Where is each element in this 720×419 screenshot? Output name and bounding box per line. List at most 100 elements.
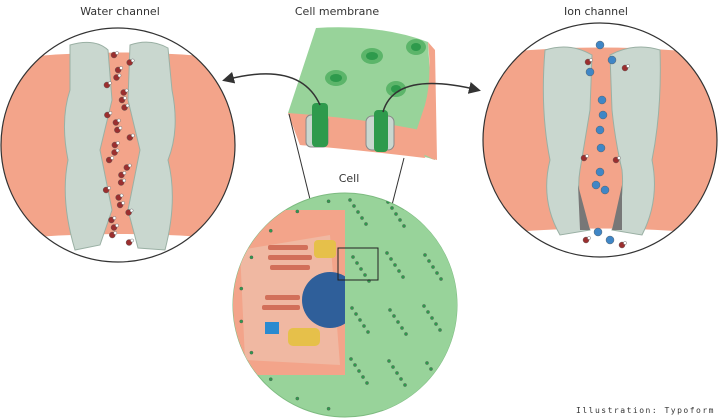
membrane-protein-dot	[268, 228, 273, 233]
membrane-protein-dot	[393, 263, 397, 267]
membrane-protein-dot	[388, 308, 392, 312]
membrane-protein-dot	[356, 210, 360, 214]
hydrogen-atom	[585, 154, 589, 158]
endoplasmic-reticulum	[262, 245, 312, 310]
ion	[585, 67, 595, 77]
hydrogen-atom	[113, 231, 118, 235]
membrane-protein-dot	[399, 377, 403, 381]
hydrogen-atom	[119, 66, 123, 70]
membrane-patch	[288, 27, 437, 160]
zoom-region	[337, 247, 379, 281]
hydrogen-atom	[129, 208, 134, 213]
hydrogen-atom	[119, 193, 124, 198]
hydrogen-atom	[623, 241, 627, 245]
membrane-protein-dot	[395, 371, 399, 375]
hydrogen-atom	[587, 236, 591, 240]
membrane-protein-dot	[402, 224, 406, 228]
hydrogen-atom	[108, 81, 112, 85]
membrane-protein-dot	[249, 350, 254, 355]
ion	[598, 110, 608, 120]
membrane-protein-dot	[423, 253, 427, 257]
membrane-protein-dot	[404, 332, 408, 336]
label-water-channel: Water channel	[80, 5, 160, 18]
membrane-protein-dot	[434, 322, 438, 326]
membrane-protein-dot	[398, 218, 402, 222]
membrane-protein-dot	[359, 267, 363, 271]
arrow-to-ion-channel	[382, 82, 481, 113]
hydrogen-atom	[131, 133, 135, 138]
hydrogen-atom	[128, 163, 132, 168]
membrane-protein-dot	[439, 277, 443, 281]
hydrogen-atom	[122, 171, 127, 175]
credit: Illustration: Typoform	[576, 406, 715, 415]
membrane-protein-dot	[355, 261, 359, 265]
membrane-protein-dot	[422, 304, 426, 308]
membrane-protein-dot	[430, 316, 434, 320]
water-channel-protein	[305, 103, 329, 148]
membrane-protein-dot	[362, 324, 366, 328]
membrane-protein-dot	[440, 226, 444, 230]
label-cell: Cell	[339, 172, 360, 185]
ion	[593, 227, 603, 237]
hydrogen-atom	[124, 88, 129, 93]
membrane-protein-dot	[239, 319, 244, 324]
hydrogen-atom	[130, 238, 134, 243]
membrane-protein-dot	[401, 275, 405, 279]
nucleus	[302, 272, 358, 328]
membrane-protein-dot	[394, 212, 398, 216]
membrane-protein-dot	[438, 328, 442, 332]
membrane-protein-dot	[326, 199, 331, 204]
membrane-protein-dot	[389, 257, 393, 261]
membrane-protein-dot	[441, 385, 445, 389]
membrane-protein-dot	[390, 206, 394, 210]
hydrogen-atom	[117, 118, 121, 123]
ion	[595, 125, 605, 135]
hydrogen-atom	[112, 216, 117, 220]
membrane-protein-dot	[348, 198, 352, 202]
hydrogen-atom	[130, 58, 135, 63]
membrane-protein-dot	[387, 359, 391, 363]
hydrogen-atom	[122, 178, 126, 183]
membrane-protein-dot	[432, 214, 436, 218]
vesicle	[265, 322, 279, 334]
membrane-protein-dot	[352, 204, 356, 208]
hydrogen-atom	[115, 51, 119, 55]
membrane-protein-dot	[385, 251, 389, 255]
membrane-protein-dot	[360, 216, 364, 220]
ion-channel-right	[609, 46, 661, 236]
ion	[600, 185, 610, 195]
membrane-protein-dot	[397, 269, 401, 273]
membrane-protein-dot	[295, 209, 300, 214]
arrow-to-water-channel	[222, 71, 321, 106]
membrane-protein-dot	[396, 320, 400, 324]
hydrogen-atom	[589, 58, 593, 62]
membrane-protein-dot	[354, 312, 358, 316]
cell	[232, 192, 458, 418]
membrane-protein-dot	[366, 330, 370, 334]
membrane-protein-dot	[391, 365, 395, 369]
hydrogen-atom	[118, 126, 123, 130]
membrane-protein-dot	[425, 361, 429, 365]
membrane-protein-dot	[364, 222, 368, 226]
hydrogen-atom	[121, 201, 125, 205]
membrane-protein-dot	[350, 306, 354, 310]
membrane-protein-dot	[363, 273, 367, 277]
membrane-protein-dot	[349, 357, 353, 361]
ion	[595, 40, 605, 50]
hydrogen-atom	[115, 223, 119, 228]
membrane-protein-dot	[365, 381, 369, 385]
membrane-protein-dot	[351, 255, 355, 259]
membrane-protein-dot	[353, 363, 357, 367]
hydrogen-atom	[110, 156, 114, 160]
membrane-protein-dot	[268, 377, 273, 382]
membrane-protein-dot	[361, 375, 365, 379]
label-ion-channel: Ion channel	[564, 5, 628, 18]
selectivity-filter	[578, 185, 622, 230]
label-cell-membrane: Cell membrane	[295, 5, 379, 18]
hydrogen-atom	[115, 148, 120, 153]
aquaporin-right	[127, 41, 176, 251]
hydrogen-atom	[108, 111, 113, 115]
membrane-protein-dot	[403, 383, 407, 387]
golgi-2	[288, 328, 320, 346]
